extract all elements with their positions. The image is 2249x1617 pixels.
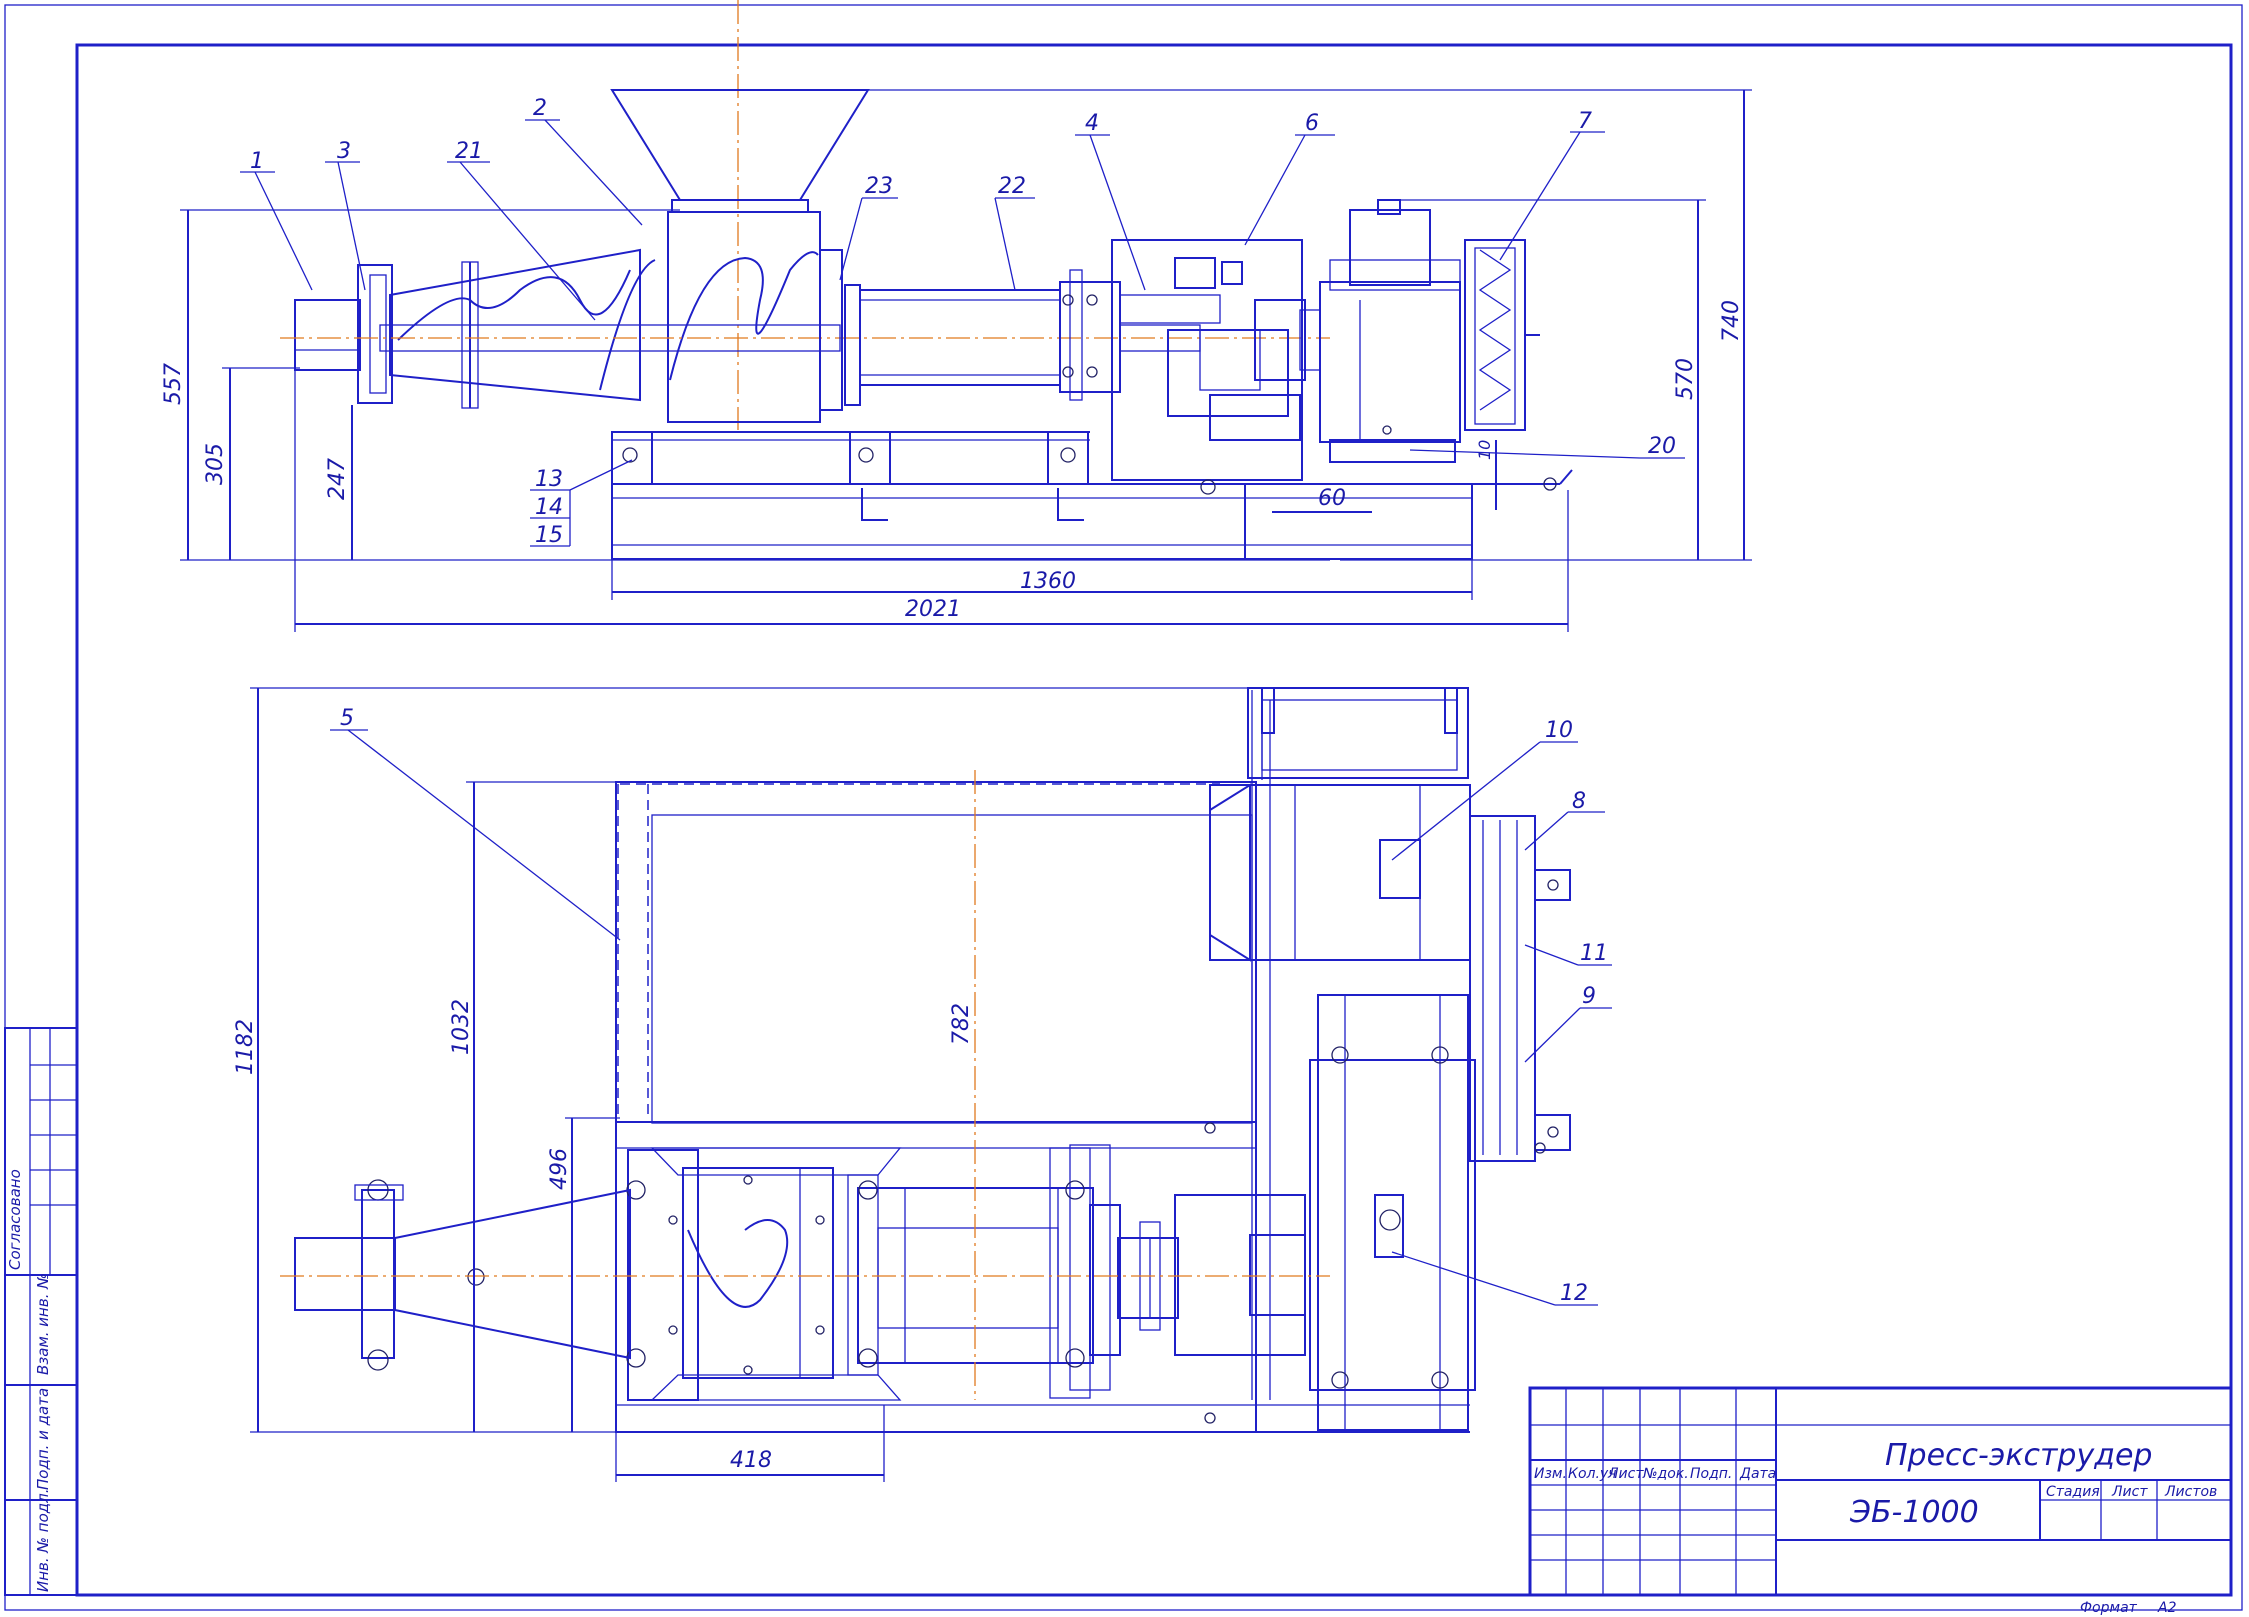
dim-60: 60 xyxy=(1318,486,1346,511)
callout-20: 20 xyxy=(1648,434,1676,459)
callout-21: 21 xyxy=(455,139,483,164)
callout-2: 2 xyxy=(533,96,547,121)
callout-10: 10 xyxy=(1545,718,1573,743)
plan-view-callouts: 5 10 8 11 9 12 xyxy=(330,706,1612,1306)
dim-1032: 1032 xyxy=(449,999,474,1055)
tb-col-list: Лист xyxy=(1607,1466,1644,1482)
dim-740: 740 xyxy=(1719,300,1744,342)
dim-305: 305 xyxy=(203,443,228,485)
sheet-frame xyxy=(4,4,2243,1611)
dim-570: 570 xyxy=(1673,358,1698,400)
tb-col-podp: Подп. xyxy=(1690,1466,1732,1482)
replacement-inv-label: Взам. инв. № xyxy=(34,1273,52,1375)
dim-782: 782 xyxy=(949,1003,974,1045)
title-block: Изм. Кол.уч Лист №док. Подп. Дата Пресс-… xyxy=(1528,1386,2233,1616)
callout-3: 3 xyxy=(337,139,351,164)
pulley-side xyxy=(1464,239,1526,431)
format-label: Формат xyxy=(2080,1600,2138,1616)
hopper xyxy=(610,89,870,201)
tb-col-ndok: №док. xyxy=(1642,1466,1689,1482)
callout-11: 11 xyxy=(1580,941,1608,966)
callout-5: 5 xyxy=(340,706,354,731)
drawing-title: Пресс-экструдер xyxy=(1885,1438,2152,1473)
base-frame xyxy=(611,483,1473,560)
tb-col-izm: Изм. xyxy=(1534,1466,1567,1482)
callout-14: 14 xyxy=(535,495,563,520)
dim-1360: 1360 xyxy=(1020,569,1076,594)
tb-col-kol: Кол.уч xyxy=(1568,1466,1616,1482)
sign-date-label: Подп. и дата xyxy=(34,1388,52,1490)
side-view-callouts: 1 3 21 2 23 22 4 6 7 20 13 14 xyxy=(240,96,1685,548)
callout-22: 22 xyxy=(998,174,1026,199)
nozzle xyxy=(294,299,361,371)
dim-557: 557 xyxy=(161,363,186,405)
dim-247: 247 xyxy=(325,458,350,500)
plan-view-dimensions: 1182 1032 782 496 418 xyxy=(233,687,1270,1482)
callout-15: 15 xyxy=(535,523,563,548)
dim-2021: 2021 xyxy=(905,597,961,622)
conical-barrel xyxy=(389,248,641,402)
tb-sheet: Лист xyxy=(2111,1484,2148,1500)
callout-23: 23 xyxy=(865,174,893,199)
callout-8: 8 xyxy=(1572,789,1586,814)
tb-stage: Стадия xyxy=(2046,1484,2100,1500)
tb-col-data: Дата xyxy=(1739,1466,1776,1482)
callout-9: 9 xyxy=(1582,984,1596,1009)
side-view xyxy=(280,0,1573,560)
plan-feed-section xyxy=(682,1167,834,1379)
callout-6: 6 xyxy=(1305,111,1319,136)
dim-418: 418 xyxy=(730,1448,772,1473)
callout-7: 7 xyxy=(1578,109,1592,134)
drawing-designation: ЭБ-1000 xyxy=(1849,1495,1979,1530)
plan-view xyxy=(280,687,1571,1433)
dim-496: 496 xyxy=(547,1148,572,1190)
side-strip: Согласовано Взам. инв. № Подп. и дата Ин… xyxy=(4,1027,78,1596)
plan-pulleys xyxy=(1469,815,1536,1162)
agreed-label: Согласовано xyxy=(6,1169,24,1270)
dim-1182: 1182 xyxy=(233,1019,258,1075)
callout-12: 12 xyxy=(1560,1281,1588,1306)
callout-13: 13 xyxy=(535,467,563,492)
plan-frame xyxy=(615,781,1257,1433)
callout-4: 4 xyxy=(1085,111,1099,136)
format-value: А2 xyxy=(2157,1600,2177,1616)
side-view-dimensions: 557 305 247 1360 2021 570 740 60 10 xyxy=(161,89,1752,632)
die-flange xyxy=(357,264,393,404)
dim-10: 10 xyxy=(1475,440,1494,460)
tb-sheets: Листов xyxy=(2164,1484,2217,1500)
original-inv-label: Инв. № подл. xyxy=(34,1489,52,1592)
callout-1: 1 xyxy=(250,149,264,174)
motor xyxy=(1319,281,1461,443)
